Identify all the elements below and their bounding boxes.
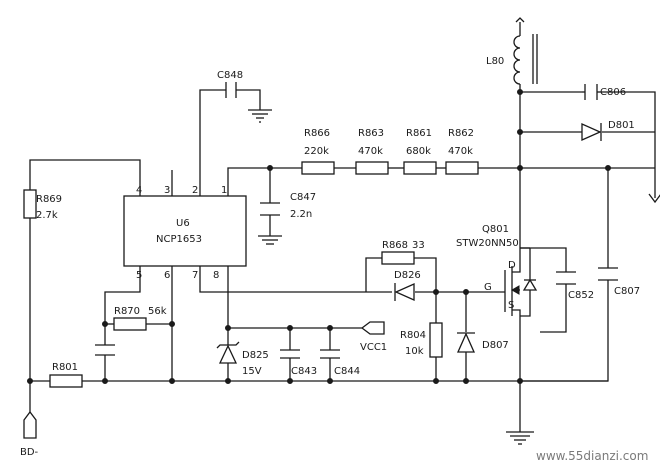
resistor-r869: R869 2.7k: [23, 189, 62, 221]
watermark: www.55dianzi.com: [536, 449, 648, 463]
resistor-r801: R801: [49, 362, 83, 388]
r861-value: 680k: [406, 146, 431, 157]
mosfet-q801: Q801 STW20NN50 G D S: [456, 224, 538, 317]
r861-label: R861: [406, 128, 432, 139]
capacitor-c848: C848: [217, 70, 272, 123]
ic-pin-8: 8: [213, 270, 219, 281]
r866-label: R866: [304, 128, 330, 139]
capacitor-c806: C806: [582, 84, 626, 100]
capacitor-c847: C847 2.2n: [258, 192, 316, 245]
inductor-l80: L80: [486, 17, 538, 92]
r804-label: R804: [400, 330, 426, 341]
capacitor-c844: C844: [320, 349, 360, 377]
bd-connector: BD-: [20, 410, 39, 458]
c806-label: C806: [600, 87, 626, 98]
capacitor-c852: C852: [556, 271, 594, 301]
ic-part: NCP1653: [156, 234, 202, 245]
r863-label: R863: [358, 128, 384, 139]
c844-label: C844: [334, 366, 360, 377]
junctions: [27, 89, 611, 384]
r869-value: 2.7k: [36, 210, 58, 221]
resistor-r868: R868 33: [381, 240, 425, 265]
l80-label: L80: [486, 56, 504, 67]
resistor-r863: R863 470k: [355, 128, 389, 175]
r868-value: 33: [412, 240, 425, 251]
diode-d807: D807: [456, 332, 509, 353]
q801-gate-label: G: [484, 282, 492, 293]
ic-ref: U6: [176, 218, 190, 229]
r801-label: R801: [52, 362, 78, 373]
zener-d825: D825 15V: [216, 341, 269, 377]
resistor-r870: R870 56k: [113, 306, 167, 331]
d826-label: D826: [394, 270, 421, 281]
q801-drain-label: D: [508, 260, 516, 271]
r862-label: R862: [448, 128, 474, 139]
r868-label: R868: [382, 240, 408, 251]
r870-value: 56k: [148, 306, 167, 317]
ic-pin-7: 7: [192, 270, 198, 281]
d801-label: D801: [608, 120, 635, 131]
c847-value: 2.2n: [290, 209, 312, 220]
diode-d826: D826: [394, 270, 421, 302]
resistor-r804: R804 10k: [400, 322, 443, 358]
ic-u6: U6 NCP1653 4 3 2 1 5 6 7 8: [123, 185, 247, 281]
r866-value: 220k: [304, 146, 329, 157]
c807-label: C807: [614, 286, 640, 297]
c848-label: C848: [217, 70, 243, 81]
ic-pin-1: 1: [221, 185, 227, 196]
ground-symbol-main: [506, 431, 534, 445]
capacitor-c843: C843: [280, 349, 317, 377]
q801-value: STW20NN50: [456, 238, 519, 249]
resistor-r866: R866 220k: [301, 128, 335, 175]
vcc1-connector: VCC1: [360, 321, 387, 353]
ic-pin-5: 5: [136, 270, 142, 281]
r870-label: R870: [114, 306, 140, 317]
resistor-r861: R861 680k: [403, 128, 437, 175]
d807-label: D807: [482, 340, 509, 351]
capacitor-unlabeled: [95, 344, 115, 356]
ic-pin-6: 6: [164, 270, 170, 281]
r863-value: 470k: [358, 146, 383, 157]
d825-label: D825: [242, 350, 269, 361]
vcc1-label: VCC1: [360, 342, 387, 353]
d825-value: 15V: [242, 366, 262, 377]
diode-d801: D801: [581, 120, 660, 204]
ic-pin-3: 3: [164, 185, 170, 196]
q801-label: Q801: [482, 224, 509, 235]
ic-pin-2: 2: [192, 185, 198, 196]
capacitor-c807: C807: [598, 267, 640, 297]
r804-value: 10k: [405, 346, 424, 357]
c852-label: C852: [568, 290, 594, 301]
ground-symbol: [258, 235, 282, 245]
r869-label: R869: [36, 194, 62, 205]
ground-symbol: [248, 109, 272, 123]
resistor-r862: R862 470k: [445, 128, 479, 175]
c843-label: C843: [291, 366, 317, 377]
bd-label: BD-: [20, 447, 39, 458]
r862-value: 470k: [448, 146, 473, 157]
ic-pin-4: 4: [136, 185, 142, 196]
c847-label: C847: [290, 192, 316, 203]
q801-source-label: S: [508, 300, 514, 311]
